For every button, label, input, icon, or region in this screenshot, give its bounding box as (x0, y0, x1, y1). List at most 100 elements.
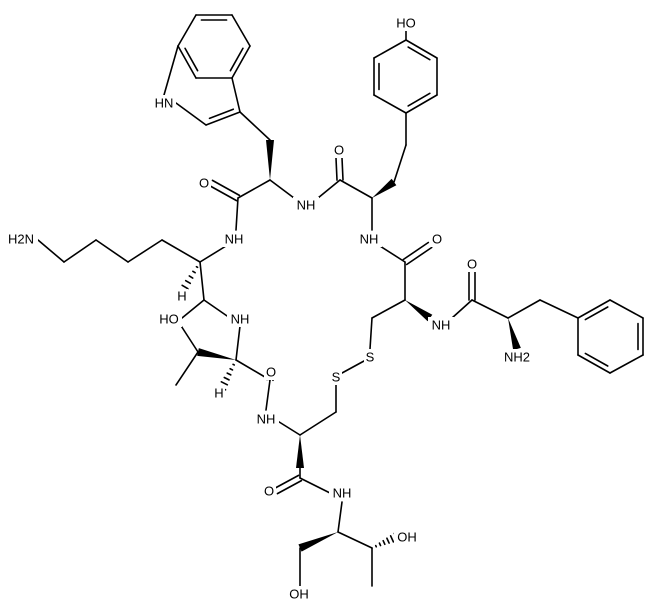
svg-text:NH: NH (257, 412, 276, 427)
thr-methyl-bond (175, 351, 199, 386)
phe-ring-bond (577, 354, 611, 374)
phe-ring-bond (609, 354, 644, 374)
label-h-lys: H (176, 289, 188, 304)
label-h-thr: H (213, 385, 225, 401)
indole-pyrrole-bond (205, 111, 241, 126)
tyr-carbonyl (341, 157, 344, 181)
svg-text:NH: NH (297, 198, 316, 213)
svg-text:NH: NH (432, 318, 451, 333)
label-nh-trp-tyr: NH (293, 197, 319, 213)
label-nh-tyr-cys: NH (356, 231, 382, 247)
cys-ca-wedge (405, 300, 433, 322)
cys-ch2-bond (371, 299, 406, 319)
indole-benzene-bond (177, 14, 197, 47)
label-o-cys-amide: O (430, 231, 444, 247)
tyr-ring-bond (407, 46, 431, 61)
indole-pyrrole-bond (175, 102, 207, 126)
svg-text:S: S (366, 350, 375, 365)
label-s1: S (364, 349, 376, 365)
phe-ca-wedge (508, 318, 521, 351)
lys-h-hash (188, 275, 194, 279)
threoninol-oh-hash (382, 539, 386, 546)
svg-text:OH: OH (289, 587, 309, 602)
indole-pyrrole-bond (163, 45, 179, 96)
lys-chain-bond (95, 239, 129, 263)
svg-text:HO: HO (159, 312, 179, 327)
thr-h-hash (226, 372, 232, 376)
backbone-bond (199, 261, 205, 301)
phe-ring-bond (584, 306, 609, 321)
svg-text:O: O (264, 484, 274, 499)
label-hn-indole: HN (152, 95, 176, 111)
tyr-carbonyl (335, 157, 338, 181)
label-o-trp-amide: O (197, 175, 211, 191)
threoninol-oh-hash (389, 535, 395, 543)
svg-text:O: O (467, 257, 477, 272)
backbone-bond (379, 245, 406, 263)
svg-text:NH2: NH2 (504, 350, 530, 365)
label-nh-cys-thr: NH (253, 411, 279, 427)
trp-ca-wedge (266, 140, 274, 180)
label-nh-cys-phe: NH (428, 317, 454, 333)
indole-benzene-bond (177, 45, 197, 79)
label-s2: S (330, 369, 342, 385)
label-o-cys2-amide: O (262, 483, 276, 499)
lys-chain-bond (161, 239, 201, 263)
tyr-ring-bond (405, 94, 438, 114)
threoninol-wedge (298, 532, 338, 552)
trp-carbonyl (208, 184, 238, 202)
indole-benzene-bond (231, 14, 251, 47)
indole-benzene-bond (229, 47, 244, 72)
label-oh-threoninol-1: OH (394, 529, 420, 545)
tyr-ring-bond (405, 39, 438, 59)
tyr-ring-bond (407, 92, 431, 107)
trp-ch2-bond (239, 111, 271, 141)
svg-text:O: O (266, 365, 276, 380)
backbone-bond (317, 179, 341, 199)
svg-text:S: S (332, 370, 341, 385)
svg-text:H: H (214, 386, 223, 401)
thr-h-hash (229, 367, 234, 371)
svg-text:H2N: H2N (8, 232, 34, 247)
thr-h-hash (223, 376, 230, 381)
lys-h-hash (181, 284, 189, 290)
threoninol-bond (337, 531, 373, 549)
lys-carbonyl-bond (181, 299, 205, 319)
svg-text:NH: NH (333, 486, 352, 501)
lys-h-hash (195, 265, 199, 269)
phe-backbone-bond (471, 299, 509, 319)
tyr-ch2-ca-bond (393, 144, 407, 183)
lys-h-hash (184, 279, 192, 285)
backbone-bond (203, 299, 231, 319)
indole-benzene-bond (231, 45, 251, 79)
phe-ch2-bond (507, 299, 541, 319)
backbone-bond (339, 179, 373, 199)
lys-h-hash (192, 270, 196, 274)
svg-text:O: O (199, 176, 209, 191)
cys2-ca-wedge (296, 435, 304, 468)
phe-ring-bond (577, 299, 611, 319)
svg-text:O: O (432, 232, 442, 247)
indole-benzene-bond (184, 47, 199, 72)
phe-ring-bond (584, 352, 609, 367)
backbone-bond (275, 419, 301, 436)
backbone-bond (237, 179, 271, 199)
cys-cb-s-bond (369, 317, 373, 350)
threoninol-oh-hash (386, 537, 390, 544)
atom-labels: HO HN O O NH NH NH O H2N O NH HO NH S S … (4, 15, 533, 602)
label-h2n-lys: H2N (4, 231, 38, 247)
svg-text:HO: HO (396, 16, 416, 31)
label-ho-tyr: HO (393, 15, 419, 31)
threoninol-oh-hash (374, 544, 378, 548)
indole-pyrrole-bond (208, 108, 235, 120)
backbone-bond (269, 179, 295, 199)
label-o-phe-amide: O (465, 256, 479, 272)
backbone-bond (199, 245, 227, 263)
backbone-bond (235, 197, 239, 231)
lys-chain-bond (127, 239, 163, 263)
phe-backbone-bond (451, 299, 473, 319)
label-nh2-phe: NH2 (501, 349, 533, 365)
cys2-carbonyl (273, 474, 300, 490)
bonds (37, 14, 644, 587)
